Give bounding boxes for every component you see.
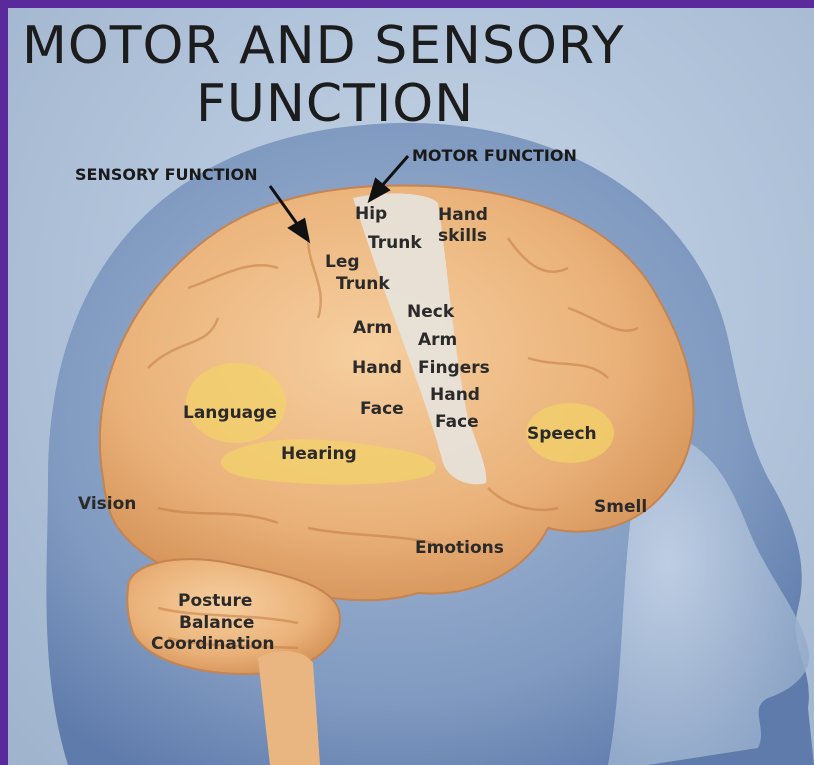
label-posture: Posture [178, 593, 252, 610]
label-emotions: Emotions [415, 540, 504, 557]
sensory-function-header: SENSORY FUNCTION [75, 167, 257, 183]
label-coordination: Coordination [151, 636, 275, 653]
label-hand-motor: Hand [430, 387, 480, 404]
label-leg: Leg [325, 254, 360, 271]
label-smell: Smell [594, 499, 647, 516]
title-line-1: MOTOR AND SENSORY [22, 20, 814, 72]
title-line-2: FUNCTION [196, 78, 814, 130]
label-face-sensory: Face [360, 401, 404, 418]
label-hand-skills-line1: Hand [438, 207, 488, 224]
label-arm-sensory: Arm [353, 320, 392, 337]
label-arm-motor: Arm [418, 332, 457, 349]
label-trunk-motor: Trunk [368, 235, 422, 252]
label-balance: Balance [179, 615, 254, 632]
motor-function-header: MOTOR FUNCTION [412, 148, 577, 164]
label-language: Language [183, 405, 277, 422]
label-hand-sensory: Hand [352, 360, 402, 377]
label-fingers: Fingers [418, 360, 490, 377]
label-face-motor: Face [435, 414, 479, 431]
label-hand-skills-line2: skills [438, 228, 487, 245]
diagram-canvas: MOTOR AND SENSORY FUNCTION MOTOR FUNCTIO… [8, 8, 814, 765]
label-hip: Hip [355, 206, 387, 223]
label-vision: Vision [78, 496, 136, 513]
label-hearing: Hearing [281, 446, 357, 463]
label-speech: Speech [527, 426, 597, 443]
label-trunk-sensory: Trunk [336, 276, 390, 293]
label-neck: Neck [407, 304, 454, 321]
